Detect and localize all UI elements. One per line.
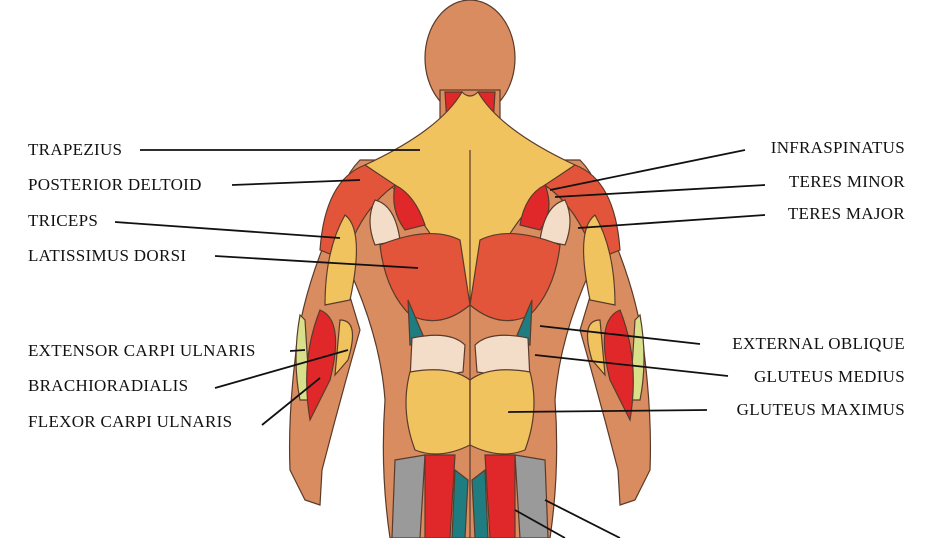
latissimus-dorsi-left: [379, 233, 471, 322]
label-infraspinatus: INFRASPINATUS: [770, 138, 905, 157]
label-external-oblique: EXTERNAL OBLIQUE: [732, 334, 905, 353]
gluteus-maximus-right: [469, 369, 535, 455]
label-extensor-carpi-ulnaris: EXTENSOR CARPI ULNARIS: [28, 341, 256, 360]
gluteus-maximus-left: [405, 369, 471, 455]
label-teres-major: TERES MAJOR: [787, 204, 905, 223]
label-posterior-deltoid: POSTERIOR DELTOID: [28, 175, 202, 194]
triceps-right: [583, 214, 616, 306]
label-gluteus-medius: GLUTEUS MEDIUS: [753, 367, 905, 386]
label-triceps: TRICEPS: [28, 211, 99, 230]
label-brachioradialis: BRACHIORADIALIS: [28, 376, 189, 395]
label-teres-minor: TERES MINOR: [788, 172, 905, 191]
triceps-left: [324, 214, 357, 306]
gluteus-medius-left: [409, 334, 466, 381]
latissimus-dorsi-right: [469, 233, 561, 322]
leader-lines: [114, 149, 766, 538]
label-latissimus-dorsi: LATISSIMUS DORSI: [28, 246, 187, 265]
gluteus-medius-right: [474, 334, 531, 381]
label-flexor-carpi-ulnaris: FLEXOR CARPI ULNARIS: [28, 412, 233, 431]
label-trapezius: TRAPEZIUS: [28, 140, 123, 159]
flexor-carpi-ulnaris-left: [306, 309, 337, 422]
label-gluteus-maximus: GLUTEUS MAXIMUS: [736, 400, 905, 419]
